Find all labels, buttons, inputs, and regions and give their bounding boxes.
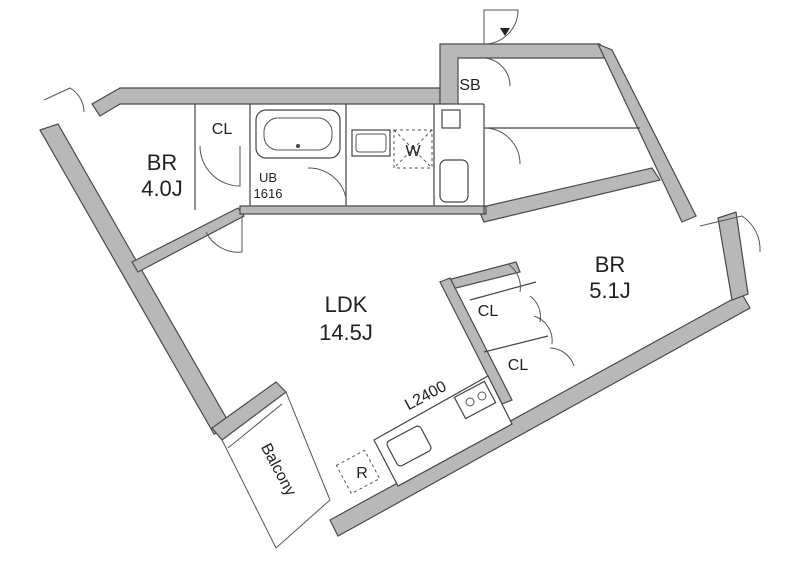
ldk-name: LDK xyxy=(325,292,368,317)
toilet-door-icon xyxy=(483,127,521,165)
sb-label: SB xyxy=(459,77,480,94)
cl3-door-b-icon xyxy=(549,347,575,367)
refrigerator-icon xyxy=(335,449,381,495)
balcony-label: Balcony xyxy=(257,441,299,499)
doors xyxy=(43,9,761,367)
cl2-door-b-icon xyxy=(529,295,541,323)
cl3-door-a-icon xyxy=(533,315,553,345)
br2-window-door-icon xyxy=(699,215,761,253)
br2-name: BR xyxy=(595,252,626,277)
r-label: R xyxy=(356,465,368,482)
washer-icon xyxy=(393,129,433,169)
entrance-arrow-icon xyxy=(500,28,510,36)
br2-size: 5.1J xyxy=(589,278,631,303)
sb-door-icon xyxy=(483,57,511,87)
cl2-door-a-icon xyxy=(507,263,521,293)
cl1-door-icon xyxy=(199,145,241,187)
bathtub-icon xyxy=(255,109,341,159)
sink-small-icon xyxy=(441,109,461,129)
cl3-label: CL xyxy=(508,357,529,374)
entrance-door-icon xyxy=(483,9,519,45)
toilet-icon xyxy=(439,159,469,203)
ldk-size: 14.5J xyxy=(319,320,373,345)
ub-label: UB xyxy=(259,170,277,185)
br1-door-icon xyxy=(205,216,243,253)
walls xyxy=(39,42,751,537)
fixtures xyxy=(255,109,513,495)
br1-size: 4.0J xyxy=(141,176,183,201)
br1-name: BR xyxy=(147,150,178,175)
ub-size: 1616 xyxy=(254,186,283,201)
w-label: W xyxy=(405,143,421,160)
stove-icon xyxy=(453,380,497,420)
br1-window-door-icon xyxy=(43,87,85,113)
ub-door-icon xyxy=(307,167,347,199)
cl2-label: CL xyxy=(478,303,499,320)
kitchen-sink-icon xyxy=(386,425,432,467)
cl1-label: CL xyxy=(212,121,233,138)
interior-lines xyxy=(194,103,640,549)
